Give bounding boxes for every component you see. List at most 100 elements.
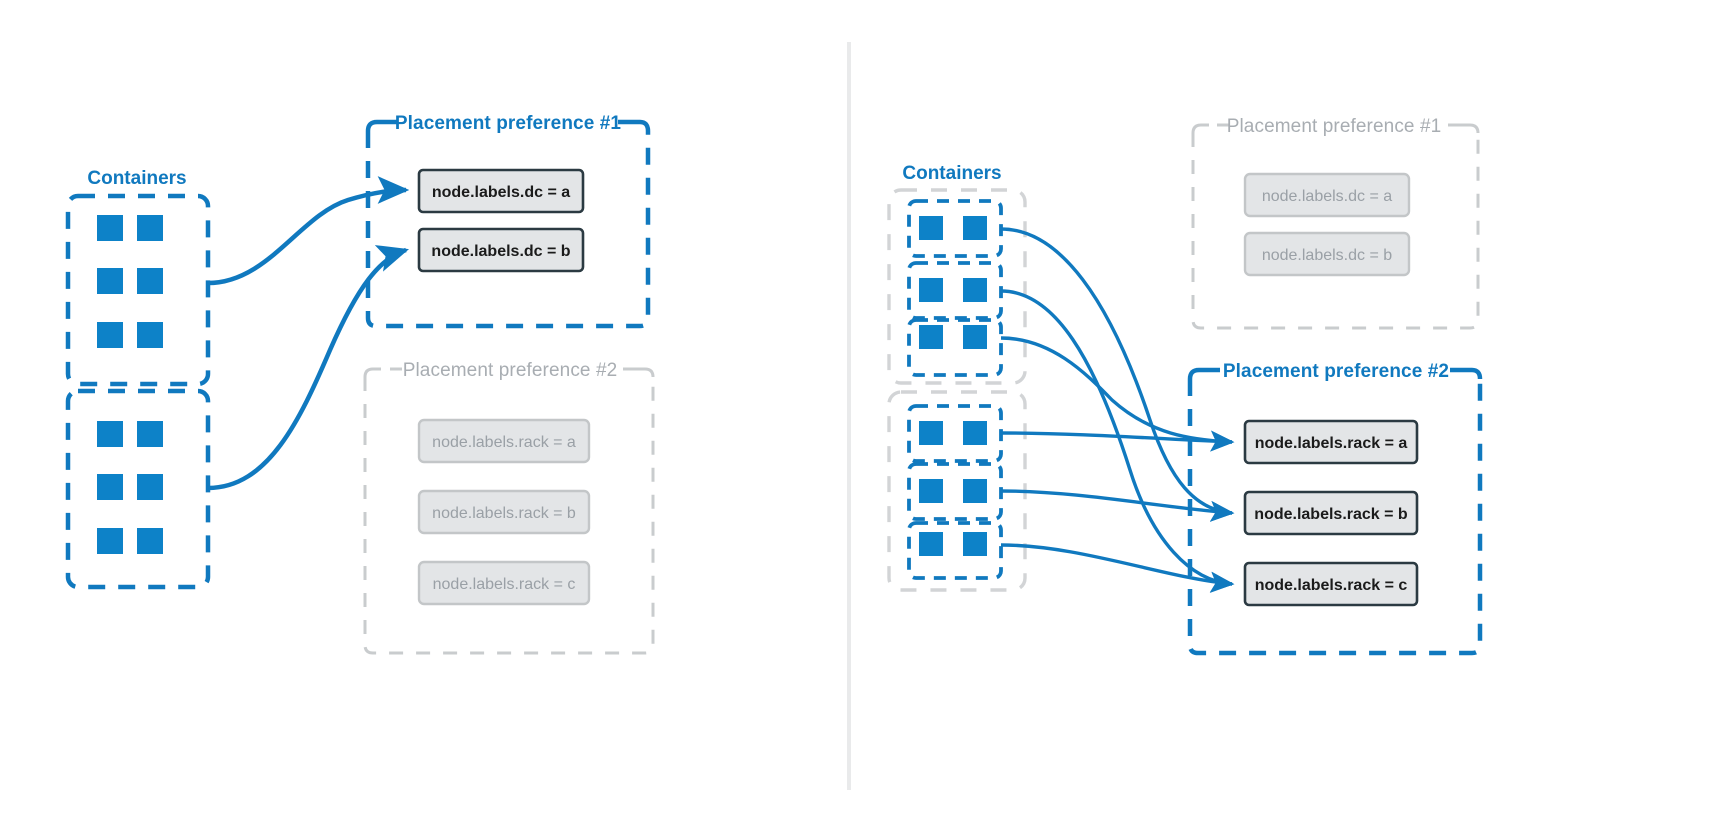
preference-outline-corner: [639, 119, 651, 132]
right-panel: Containers: [887, 116, 1483, 656]
node-box-rack-c[interactable]: node.labels.rack = c: [417, 560, 591, 606]
node-box-label: node.labels.rack = a: [432, 434, 576, 451]
container-square: [137, 421, 163, 447]
container-square: [137, 268, 163, 294]
container-subgroup-right-4[interactable]: [907, 404, 1003, 463]
container-square: [919, 532, 943, 556]
container-square: [919, 216, 943, 240]
container-square: [97, 322, 123, 348]
placement-preference-left-2[interactable]: Placement preference #2 node.labels.rack…: [363, 360, 655, 655]
connector-sub3-to-rack-a: [1000, 336, 1235, 452]
connector-group1-to-dc-a: [207, 176, 410, 286]
container-square: [97, 474, 123, 500]
node-box-dc-b[interactable]: node.labels.dc = b: [417, 227, 585, 273]
container-square: [97, 528, 123, 554]
container-square: [137, 474, 163, 500]
preference-outline: [365, 131, 651, 329]
preference-outline-corner: [644, 367, 655, 378]
container-square: [919, 421, 943, 445]
preference-outline-corner: [365, 119, 386, 132]
node-box-rack-b[interactable]: node.labels.rack = b: [417, 489, 591, 535]
node-box-label: node.labels.rack = c: [433, 576, 576, 593]
container-group-left-1[interactable]: [65, 193, 211, 387]
connector-sub1-to-rack-b: [1000, 227, 1235, 522]
container-subgroup-right-2[interactable]: [907, 261, 1003, 320]
connector-group2-to-dc-b: [207, 245, 410, 491]
node-box-rack-a[interactable]: node.labels.rack = a: [1243, 419, 1419, 465]
placement-preference-right-1[interactable]: Placement preference #1 node.labels.dc =…: [1191, 116, 1480, 330]
node-box-dc-a[interactable]: node.labels.dc = a: [417, 168, 585, 214]
node-box-rack-b[interactable]: node.labels.rack = b: [1243, 490, 1419, 536]
node-box-outline: [417, 560, 591, 606]
container-square: [963, 479, 987, 503]
preference-title: Placement preference #2: [403, 360, 618, 381]
container-square: [97, 215, 123, 241]
container-square: [963, 278, 987, 302]
connector-sub4-to-rack-a: [1000, 430, 1235, 452]
container-square: [919, 479, 943, 503]
left-panel: Containers Placeme: [65, 113, 655, 655]
container-square: [963, 421, 987, 445]
preference-title: Placement preference #1: [1227, 116, 1442, 137]
right-connectors: [1000, 227, 1235, 593]
preference-outline-corner: [1471, 367, 1483, 380]
node-box-label: node.labels.dc = a: [432, 184, 570, 201]
node-box-label: node.labels.dc = b: [1262, 247, 1392, 264]
container-square: [137, 322, 163, 348]
node-box-label: node.labels.rack = b: [432, 505, 576, 522]
container-square: [919, 325, 943, 349]
connector-sub6-to-rack-c: [1000, 543, 1235, 593]
container-subgroup-right-1[interactable]: [907, 199, 1003, 258]
node-box-outline: [1243, 490, 1419, 536]
subgroup-outline: [907, 318, 1003, 377]
container-group-outline: [65, 193, 211, 387]
container-square: [137, 215, 163, 241]
container-square: [137, 528, 163, 554]
containers-label-left: Containers: [87, 168, 186, 189]
container-subgroup-right-6[interactable]: [907, 521, 1003, 580]
containers-label-right: Containers: [902, 163, 1001, 184]
node-box-outline: [1243, 561, 1419, 607]
node-box-dc-b[interactable]: node.labels.dc = b: [1243, 231, 1411, 277]
node-box-rack-a[interactable]: node.labels.rack = a: [417, 418, 591, 464]
preference-title: Placement preference #1: [395, 113, 622, 134]
node-box-label: node.labels.rack = c: [1255, 577, 1408, 594]
node-box-outline: [417, 168, 585, 214]
node-box-outline: [1243, 172, 1411, 218]
preference-outline-corner: [1191, 123, 1209, 134]
preference-outline: [1191, 133, 1480, 330]
preference-outline-corner: [363, 367, 381, 378]
node-box-outline: [417, 227, 585, 273]
left-connectors: [207, 176, 410, 491]
container-group-outline: [887, 188, 1027, 385]
node-box-dc-a[interactable]: node.labels.dc = a: [1243, 172, 1411, 218]
container-group-left-2[interactable]: [65, 388, 211, 590]
node-box-label: node.labels.rack = b: [1254, 506, 1408, 523]
node-box-outline: [417, 489, 591, 535]
container-square: [963, 216, 987, 240]
node-box-outline: [1243, 419, 1419, 465]
container-square: [97, 421, 123, 447]
node-box-label: node.labels.dc = b: [431, 243, 570, 260]
container-square: [963, 532, 987, 556]
container-subgroup-right-3[interactable]: [907, 318, 1003, 377]
node-box-outline: [1243, 231, 1411, 277]
subgroup-outline: [907, 521, 1003, 580]
placement-preference-right-2[interactable]: Placement preference #2 node.labels.rack…: [1187, 361, 1483, 656]
container-subgroup-right-5[interactable]: [907, 462, 1003, 521]
node-box-label: node.labels.dc = a: [1262, 188, 1392, 205]
connector-sub5-to-rack-b: [1000, 489, 1235, 522]
placement-preference-left-1[interactable]: Placement preference #1 node.labels.dc =…: [365, 113, 651, 329]
preference-title: Placement preference #2: [1223, 361, 1449, 382]
container-square: [919, 278, 943, 302]
container-square: [963, 325, 987, 349]
container-group-right-1[interactable]: [887, 188, 1027, 385]
container-square: [97, 268, 123, 294]
node-box-rack-c[interactable]: node.labels.rack = c: [1243, 561, 1419, 607]
node-box-outline: [417, 418, 591, 464]
node-box-label: node.labels.rack = a: [1255, 435, 1408, 452]
preference-outline-corner: [1469, 123, 1480, 134]
preference-outline-corner: [1187, 367, 1208, 380]
